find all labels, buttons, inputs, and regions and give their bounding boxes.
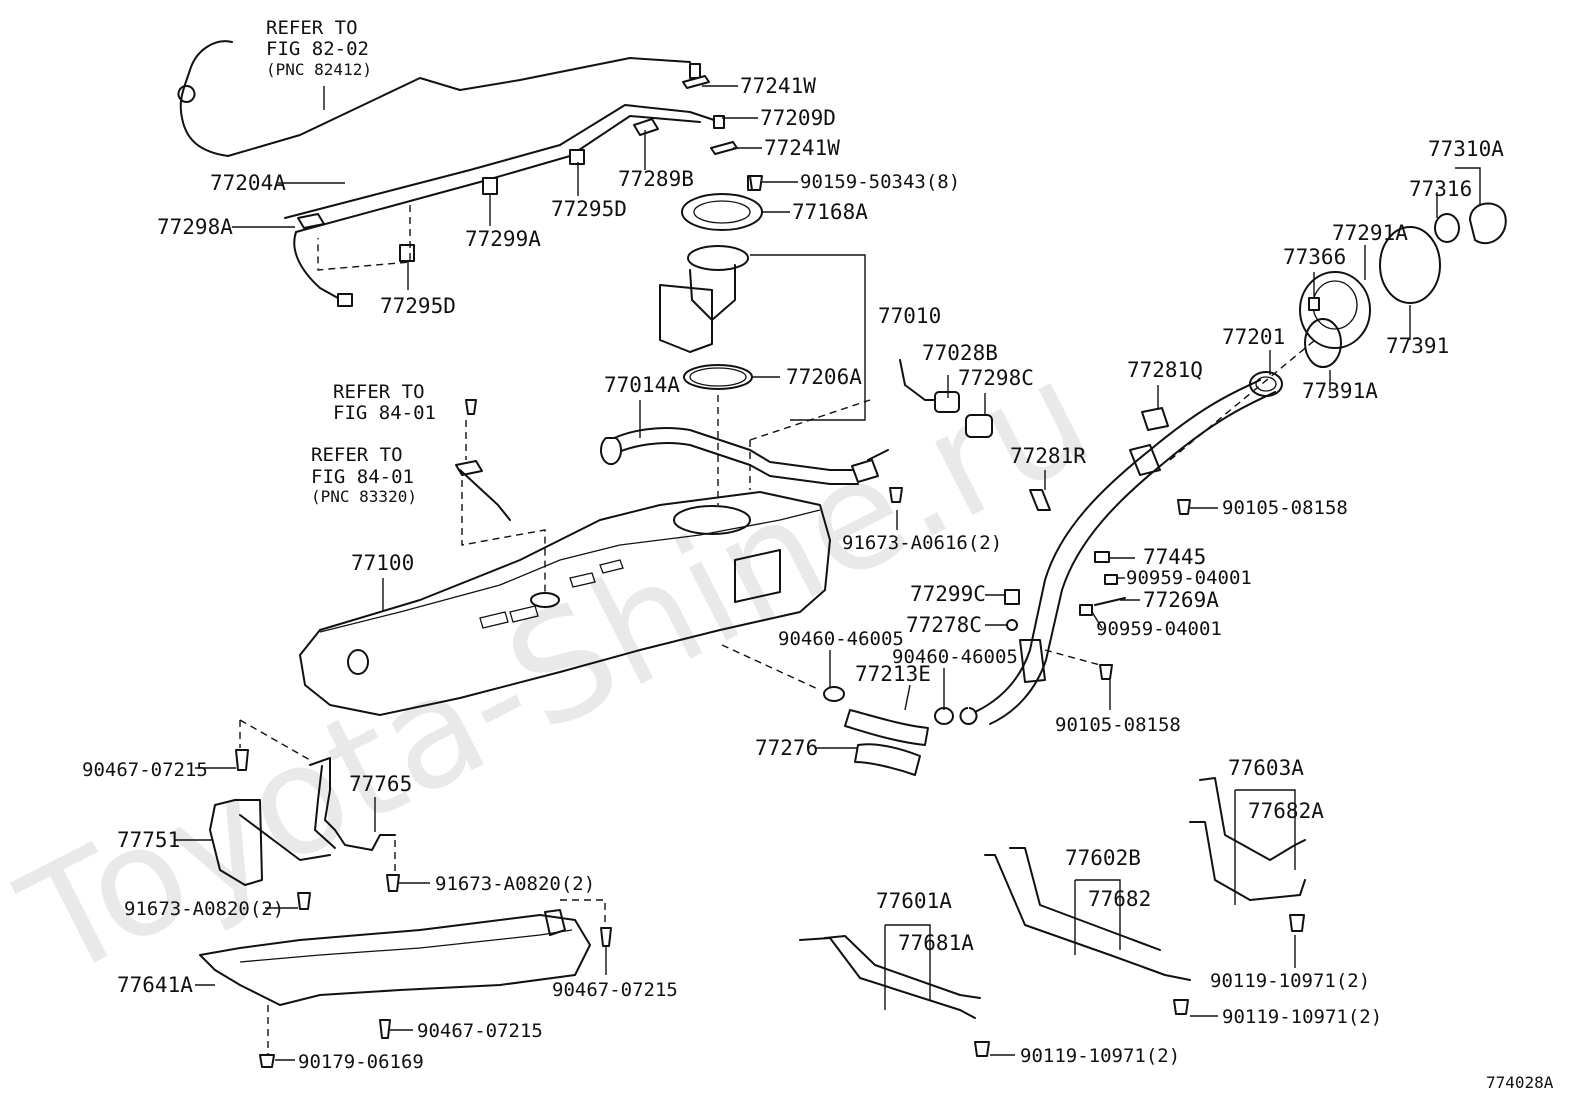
part-callout: 77298A	[157, 215, 233, 239]
part-callout: 77310A	[1428, 137, 1504, 161]
part-callout: 77366	[1283, 245, 1346, 269]
part-callout: 77204A	[210, 171, 286, 195]
refer-note-line: FIG 84-01	[333, 402, 436, 424]
part-callout: 77602B	[1065, 846, 1141, 870]
refer-note-line: REFER TO	[311, 444, 403, 466]
part-callout: 77682	[1088, 887, 1151, 911]
part-callouts: 77241W 77209D 77241W 77289B 90159-50343(…	[82, 74, 1504, 1073]
part-callout: 77269A	[1143, 588, 1219, 612]
part-callout: 77391	[1386, 334, 1449, 358]
part-callout: 77276	[755, 736, 818, 760]
part-callout: 77603A	[1228, 756, 1304, 780]
part-callout: 77014A	[604, 373, 680, 397]
filler-pipe	[959, 371, 1283, 725]
part-callout: 77299A	[465, 227, 541, 251]
refer-note-line: FIG 84-01	[311, 466, 414, 488]
part-callout: 77010	[878, 304, 941, 328]
bolts	[235, 175, 1305, 1068]
connecting-hoses	[823, 686, 954, 776]
part-callout: 77299C	[910, 582, 986, 606]
part-callout: 77295D	[551, 197, 627, 221]
part-callout: 77445	[1143, 545, 1206, 569]
part-callout: 77391A	[1302, 379, 1378, 403]
leader-lines	[175, 85, 1481, 1061]
part-callout: 90460-46005	[778, 628, 904, 650]
part-callout: 90467-07215	[417, 1020, 543, 1042]
part-callout: 77281Q	[1127, 358, 1203, 382]
part-callout: 90105-08158	[1055, 714, 1181, 736]
part-callout: 90119-10971(2)	[1020, 1045, 1180, 1067]
fuel-cap-parts	[1299, 202, 1507, 368]
part-callout: 77201	[1222, 325, 1285, 349]
part-callout: 90959-04001	[1126, 567, 1252, 589]
part-callout: 77295D	[380, 294, 456, 318]
refer-note-line: (PNC 82412)	[266, 60, 372, 79]
part-callout: 77765	[349, 772, 412, 796]
part-callout: 77278C	[906, 613, 982, 637]
filler-small-parts	[1004, 551, 1126, 631]
brackets-left	[209, 757, 396, 886]
part-callout: 77281R	[1010, 444, 1086, 468]
part-callout: 77028B	[922, 341, 998, 365]
part-callout: 77289B	[618, 167, 694, 191]
part-callout: 77682A	[1248, 799, 1324, 823]
part-callout: 77209D	[760, 106, 836, 130]
part-callout: 90467-07215	[552, 979, 678, 1001]
part-callout: 90460-46005	[892, 646, 1018, 668]
part-callout: 90179-06169	[298, 1051, 424, 1073]
part-callout: 90119-10971(2)	[1210, 970, 1370, 992]
refer-note-fig-82-02: REFER TO FIG 82-02 (PNC 82412)	[266, 17, 372, 79]
part-callout: 77241W	[764, 136, 840, 160]
part-callout: 77298C	[958, 366, 1034, 390]
part-callout: 90105-08158	[1222, 497, 1348, 519]
part-callout: 77641A	[117, 973, 193, 997]
tank-bands	[799, 777, 1306, 1019]
refer-note-line: REFER TO	[333, 381, 425, 403]
part-callout: 90467-07215	[82, 759, 208, 781]
part-callout: 77213E	[855, 662, 931, 686]
part-callout: 77168A	[792, 200, 868, 224]
part-callout: 77601A	[876, 889, 952, 913]
refer-note-line: (PNC 83320)	[311, 487, 417, 506]
tank-hoses	[600, 359, 1169, 511]
part-callout: 91673-A0820(2)	[124, 898, 284, 920]
refer-note-line: REFER TO	[266, 17, 358, 39]
fuel-pump-assembly	[659, 193, 763, 390]
part-callout: 90119-10971(2)	[1222, 1006, 1382, 1028]
part-callout: 91673-A0616(2)	[842, 532, 1002, 554]
part-callout: 77681A	[898, 931, 974, 955]
part-callout: 90959-04001	[1096, 618, 1222, 640]
part-callout: 90159-50343(8)	[800, 171, 960, 193]
refer-note-line: FIG 82-02	[266, 38, 369, 60]
fuel-tank	[299, 491, 831, 716]
refer-note-fig-84-01-b: REFER TO FIG 84-01 (PNC 83320)	[311, 444, 417, 506]
part-callout: 77241W	[740, 74, 816, 98]
figure-id: 774028A	[1486, 1073, 1554, 1092]
part-callout: 77100	[351, 551, 414, 575]
part-callout: 77316	[1409, 177, 1472, 201]
part-callout: 77291A	[1332, 221, 1408, 245]
under-cover	[199, 909, 591, 1006]
part-callout: 77751	[117, 828, 180, 852]
refer-note-fig-84-01-a: REFER TO FIG 84-01	[333, 381, 436, 424]
clips	[297, 63, 757, 262]
part-callout: 77206A	[786, 365, 862, 389]
part-callout: 91673-A0820(2)	[435, 873, 595, 895]
